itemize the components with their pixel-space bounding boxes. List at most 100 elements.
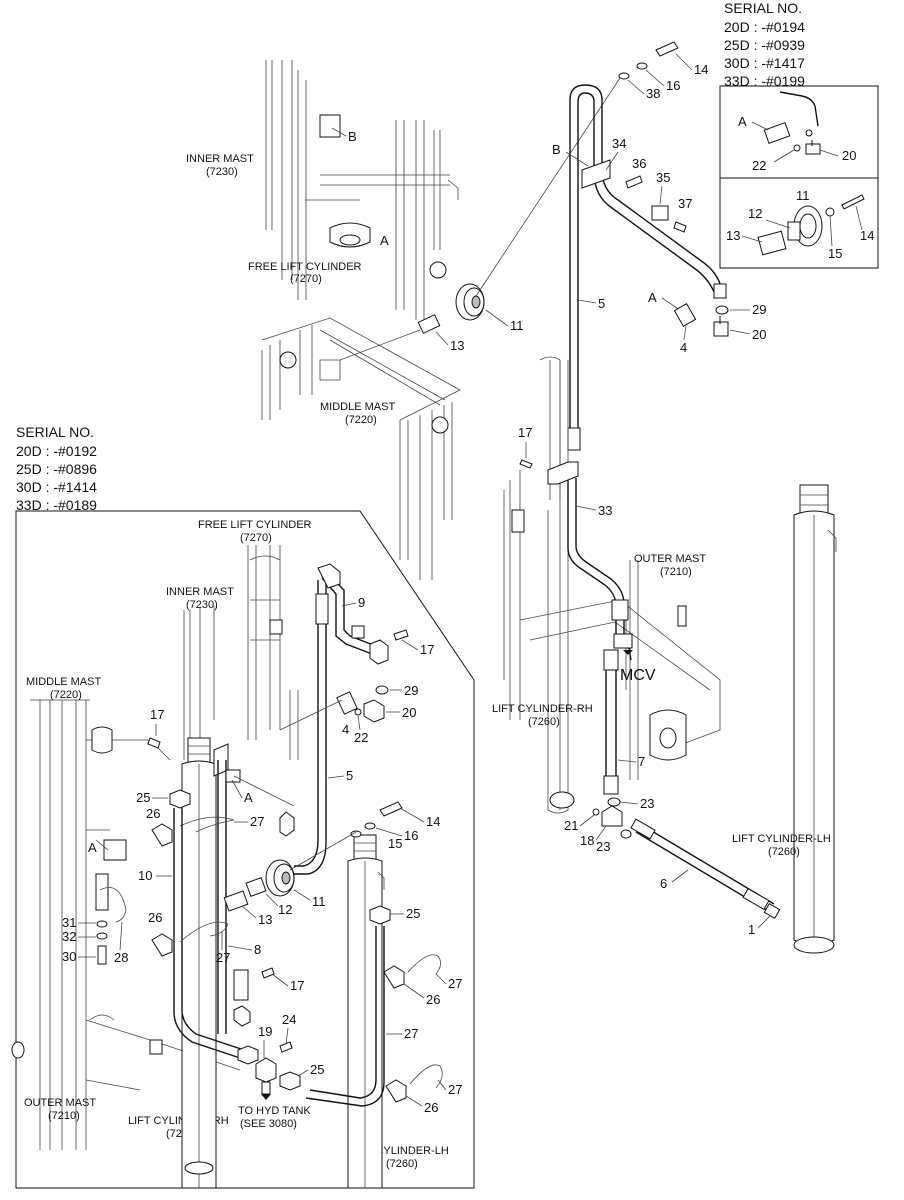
- fitting-a-top: A 29 20 4: [648, 290, 766, 355]
- callout-23: 23: [640, 796, 654, 811]
- hose-33-top: 17 33 MCV: [518, 425, 656, 684]
- inset-label-lift-cylinder-lh-code: (7260): [386, 1158, 418, 1170]
- inset-callout-5: 5: [346, 768, 353, 783]
- inset-callout-27: 27: [250, 814, 264, 829]
- callout-14: 14: [860, 228, 874, 243]
- serial-line: 25D : -#0939: [724, 37, 805, 53]
- callout-23b: 23: [596, 839, 610, 854]
- inset-callout-27c: 27: [216, 950, 230, 965]
- serial-line: 33D : -#0199: [724, 73, 805, 89]
- inset-callout-22: 22: [354, 730, 368, 745]
- callout-7: 7: [638, 754, 645, 769]
- label-free-lift-cylinder-code: (7270): [290, 273, 322, 285]
- inset-callout-16: 16: [404, 828, 418, 843]
- label-middle-mast-code: (7220): [345, 414, 377, 426]
- inset-callout-17b: 17: [150, 707, 164, 722]
- serial-line: 30D : -#1417: [724, 55, 805, 71]
- lift-cylinder-lh-right: [793, 484, 837, 954]
- inset-label-see-ref: (SEE 3080): [240, 1118, 297, 1130]
- callout-35: 35: [656, 170, 670, 185]
- inset-callout-26d: 26: [424, 1100, 438, 1115]
- callout-13: 13: [450, 338, 464, 353]
- inset-label-outer-mast-code: (7210): [48, 1110, 80, 1122]
- callout-11: 11: [796, 188, 810, 203]
- inset-callout-25b: 25: [406, 906, 420, 921]
- callout-6: 6: [660, 876, 667, 891]
- inset-callout-9: 9: [358, 595, 365, 610]
- inset-callout-20: 20: [402, 705, 416, 720]
- inset-callout-4: 4: [342, 722, 349, 737]
- inner-mast-drawing: [265, 60, 459, 320]
- callout-38: 38: [646, 86, 660, 101]
- inset-callout-17c: 17: [290, 978, 304, 993]
- inset-callout-17: 17: [420, 642, 434, 657]
- detail-box-pulley: 11 12 13 15 14: [719, 177, 879, 269]
- inset-label-free-lift-cylinder-code: (7270): [240, 532, 272, 544]
- inset-callout-12: 12: [278, 902, 292, 917]
- ref-a-left: A: [380, 233, 389, 248]
- label-free-lift-cylinder: FREE LIFT CYLINDER: [248, 261, 362, 273]
- inset-callout-14: 14: [426, 814, 440, 829]
- label-inner-mast: INNER MAST: [186, 153, 254, 165]
- inset-callout-25c: 25: [310, 1062, 324, 1077]
- detail-ref-a: A: [738, 114, 747, 129]
- ref-b-right: B: [552, 142, 561, 157]
- inset-label-free-lift-cylinder: FREE LIFT CYLINDER: [198, 519, 312, 531]
- hose-5-top: 5: [567, 84, 727, 451]
- callout-5: 5: [598, 296, 605, 311]
- inset-ref-a: A: [244, 790, 253, 805]
- callout-36: 36: [632, 156, 646, 171]
- callout-29: 29: [752, 302, 766, 317]
- inset-callout-10: 10: [138, 868, 152, 883]
- callout-15: 15: [828, 246, 842, 261]
- inset-label-middle-mast: MIDDLE MAST: [26, 676, 101, 688]
- callout-33: 33: [598, 503, 612, 518]
- serial-title-top: SERIAL NO.: [724, 0, 802, 16]
- inset-callout-13: 13: [258, 912, 272, 927]
- label-lift-cylinder-lh-code: (7260): [768, 846, 800, 858]
- callout-20: 20: [842, 148, 856, 163]
- inset-callout-26c: 26: [148, 910, 162, 925]
- inset-callout-25: 25: [136, 790, 150, 805]
- detail-box-fitting: A 22 20: [719, 85, 879, 179]
- callout-17: 17: [518, 425, 532, 440]
- callout-34: 34: [612, 136, 626, 151]
- hose-6-top: 6 1: [630, 818, 781, 937]
- serial-line: 33D : -#0189: [16, 497, 97, 513]
- inset-callout-10b: 27: [404, 1026, 418, 1041]
- pipe-fitting-part: [763, 122, 791, 144]
- inset-callout-31: 31: [62, 915, 76, 930]
- callout-16: 16: [666, 78, 680, 93]
- label-lift-cylinder-rh-code: (7260): [528, 716, 560, 728]
- inset-callout-32: 32: [62, 929, 76, 944]
- label-middle-mast: MIDDLE MAST: [320, 401, 395, 413]
- callout-18: 18: [580, 833, 594, 848]
- inset-label-middle-mast-code: (7220): [50, 689, 82, 701]
- label-outer-mast-code: (7210): [660, 566, 692, 578]
- inset-ref-a-left: A: [88, 840, 97, 855]
- inset-callout-15: 15: [388, 836, 402, 851]
- serial-line: 20D : -#0192: [16, 443, 97, 459]
- inset-label-inner-mast-code: (7230): [186, 599, 218, 611]
- inset-callout-26b: 26: [426, 992, 440, 1007]
- serial-title-left: SERIAL NO.: [16, 424, 94, 440]
- outer-mast-drawing: [503, 356, 721, 814]
- callout-11: 11: [510, 318, 524, 333]
- middle-mast-drawing: [261, 317, 461, 580]
- serial-line: 20D : -#0194: [724, 19, 805, 35]
- bracket-b-parts: B 34 36 35 37: [552, 136, 692, 233]
- callout-12: 12: [748, 206, 762, 221]
- serial-block-left: SERIAL NO. 20D : -#0192 25D : -#0896 30D…: [16, 424, 97, 513]
- inset-callout-30: 30: [62, 949, 76, 964]
- callout-20: 20: [752, 327, 766, 342]
- inset-diagram: FREE LIFT CYLINDER (7270) INNER MAST (72…: [11, 510, 475, 1189]
- ref-b-left: B: [348, 129, 357, 144]
- inset-callout-29: 29: [404, 683, 418, 698]
- inset-border: [15, 510, 475, 1189]
- callout-21: 21: [564, 818, 578, 833]
- callout-22: 22: [752, 158, 766, 173]
- callout-1: 1: [748, 922, 755, 937]
- pulley-assembly-top: 11 13: [339, 77, 621, 361]
- inset-label-inner-mast: INNER MAST: [166, 586, 234, 598]
